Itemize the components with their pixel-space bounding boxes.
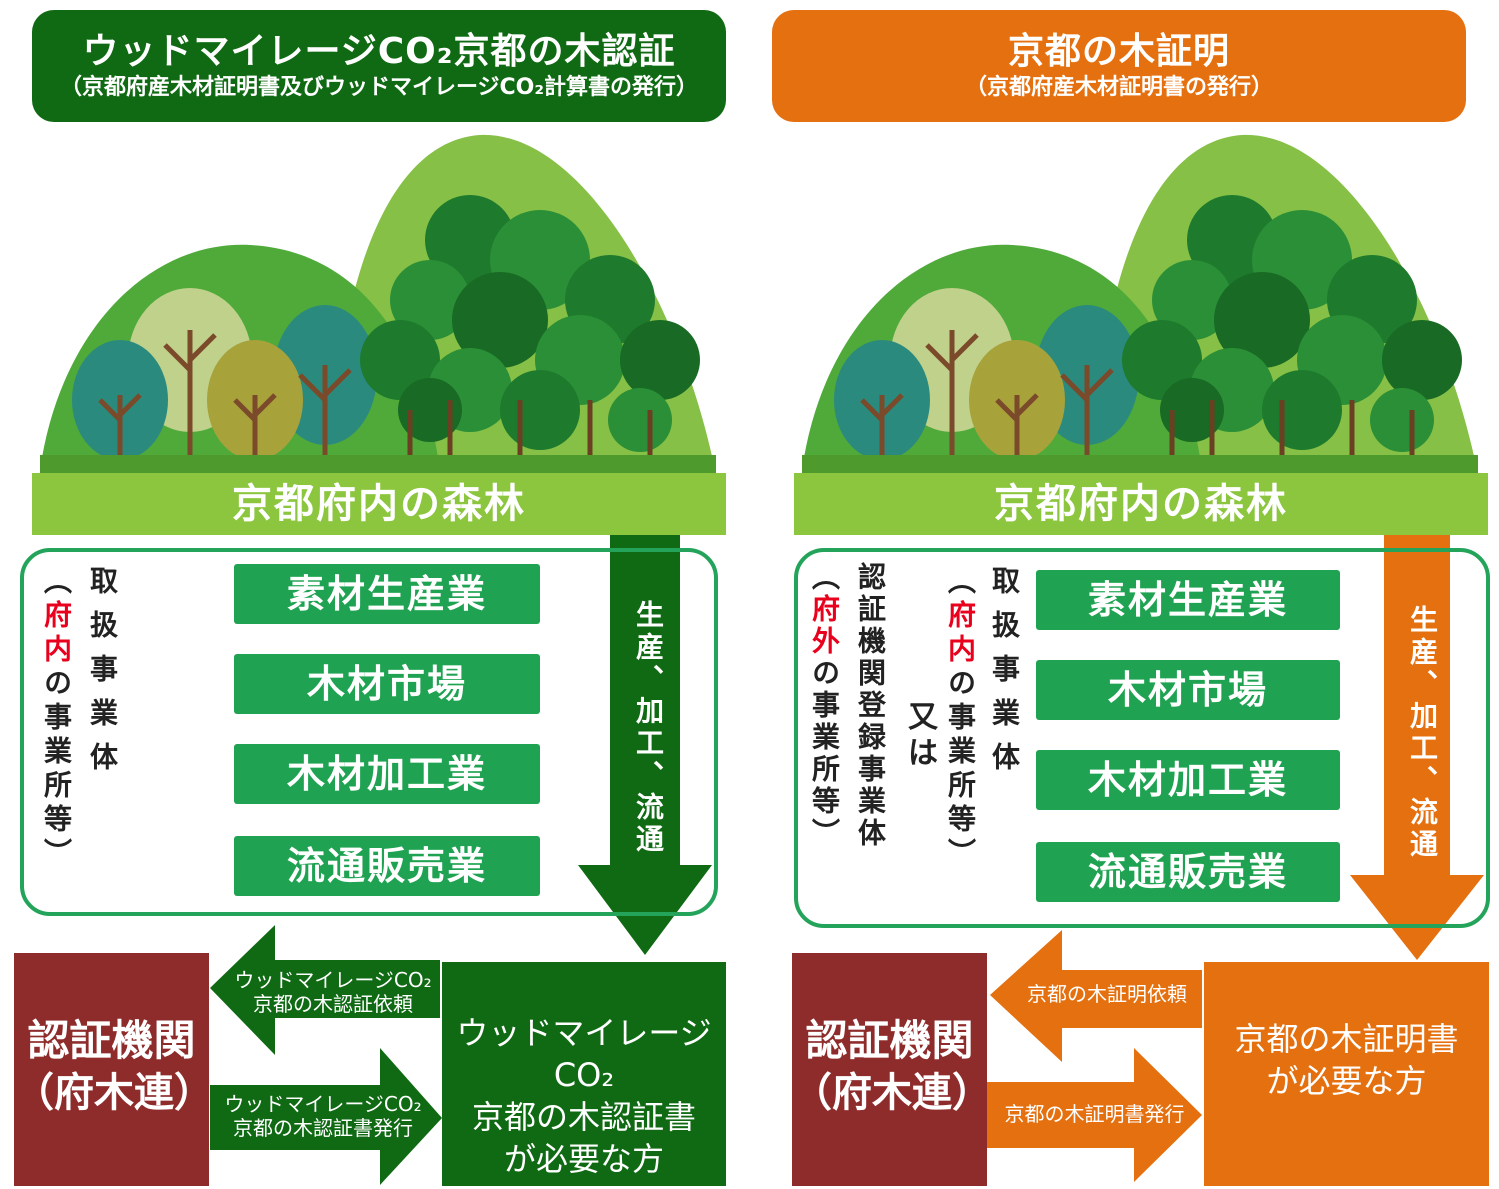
request-arrow [990, 930, 1202, 1062]
left-handler-note: （府内の事業所等） [40, 566, 73, 872]
left-industry-1: 木材市場 [234, 654, 540, 714]
right-title: 京都の木証明 （京都府産木材証明書の発行） [772, 10, 1466, 122]
flow-down-arrow [1350, 535, 1484, 960]
right-handler-vertical: 取扱事業体 [988, 566, 1021, 786]
wood-mileage-panel: ウッドマイレージCO₂京都の木認証 （京都府産木材証明書及びウッドマイレージCO… [0, 0, 740, 1189]
left-illustration [40, 134, 726, 1186]
right-industry-3: 流通販売業 [1036, 842, 1340, 902]
right-or-label: 又は [908, 700, 938, 771]
right-handler-note: （府内の事業所等） [944, 566, 977, 872]
right-title-main: 京都の木証明 [1007, 31, 1230, 72]
left-handler-vertical: 取扱事業体 [86, 566, 119, 786]
need-box-bg [1204, 962, 1489, 1186]
right-registered-vertical: 認証機関登録事業体 [854, 562, 887, 850]
left-forest-label: 京都府内の森林 [32, 473, 726, 535]
tree-trunks-icon [98, 330, 352, 460]
right-illustration [802, 134, 1489, 1186]
right-forest-label: 京都府内の森林 [794, 473, 1488, 535]
left-industry-0: 素材生産業 [234, 564, 540, 624]
left-cert-line1: 認証機関 [27, 1016, 196, 1065]
right-issue-label: 京都の木証明書発行 [1004, 1102, 1185, 1126]
left-industry-3: 流通販売業 [234, 836, 540, 896]
right-handler-box [794, 548, 1490, 928]
need-box-bg [442, 962, 726, 1186]
right-industry-2: 木材加工業 [1036, 750, 1340, 810]
issue-arrow [210, 1048, 442, 1185]
right-need-text: 京都の木証明書が必要な方 [1234, 1020, 1459, 1100]
right-cert-line2: （府木連） [792, 1070, 992, 1116]
right-registered-note: （府外の事業所等） [808, 562, 841, 850]
left-title: ウッドマイレージCO₂京都の木認証 （京都府産木材証明書及びウッドマイレージCO… [32, 10, 726, 122]
right-industry-1: 木材市場 [1036, 660, 1340, 720]
left-cert-line2: （府木連） [14, 1070, 214, 1116]
left-industry-2: 木材加工業 [234, 744, 540, 804]
grass-icon [802, 455, 1478, 473]
forest-cluster-icon [1122, 195, 1462, 452]
tree-trunks-icon [860, 330, 1114, 460]
flow-down-arrow [578, 535, 712, 955]
right-flow-label: 生産、加工、流通 [1406, 605, 1439, 861]
request-arrow [210, 925, 440, 1055]
grass-icon [40, 455, 716, 473]
issue-arrow [987, 1048, 1202, 1182]
kyoto-wood-proof-panel: 京都の木証明 （京都府産木材証明書の発行） 京都府内の森林 認証機関登録事業体 … [762, 0, 1499, 1189]
left-flow-label: 生産、加工、流通 [632, 600, 665, 856]
left-title-sub: （京都府産木材証明書及びウッドマイレージCO₂計算書の発行） [59, 75, 699, 100]
right-cert-body: 認証機関 （府木連） [792, 953, 992, 1186]
left-title-main: ウッドマイレージCO₂京都の木認証 [82, 31, 676, 72]
right-title-sub: （京都府産木材証明書の発行） [964, 75, 1273, 100]
right-industry-0: 素材生産業 [1036, 570, 1340, 630]
left-handler-box [20, 548, 718, 916]
right-cert-line1: 認証機関 [805, 1016, 974, 1065]
right-request-label: 京都の木証明依頼 [1027, 982, 1187, 1006]
left-cert-body: 認証機関 （府木連） [14, 953, 214, 1186]
